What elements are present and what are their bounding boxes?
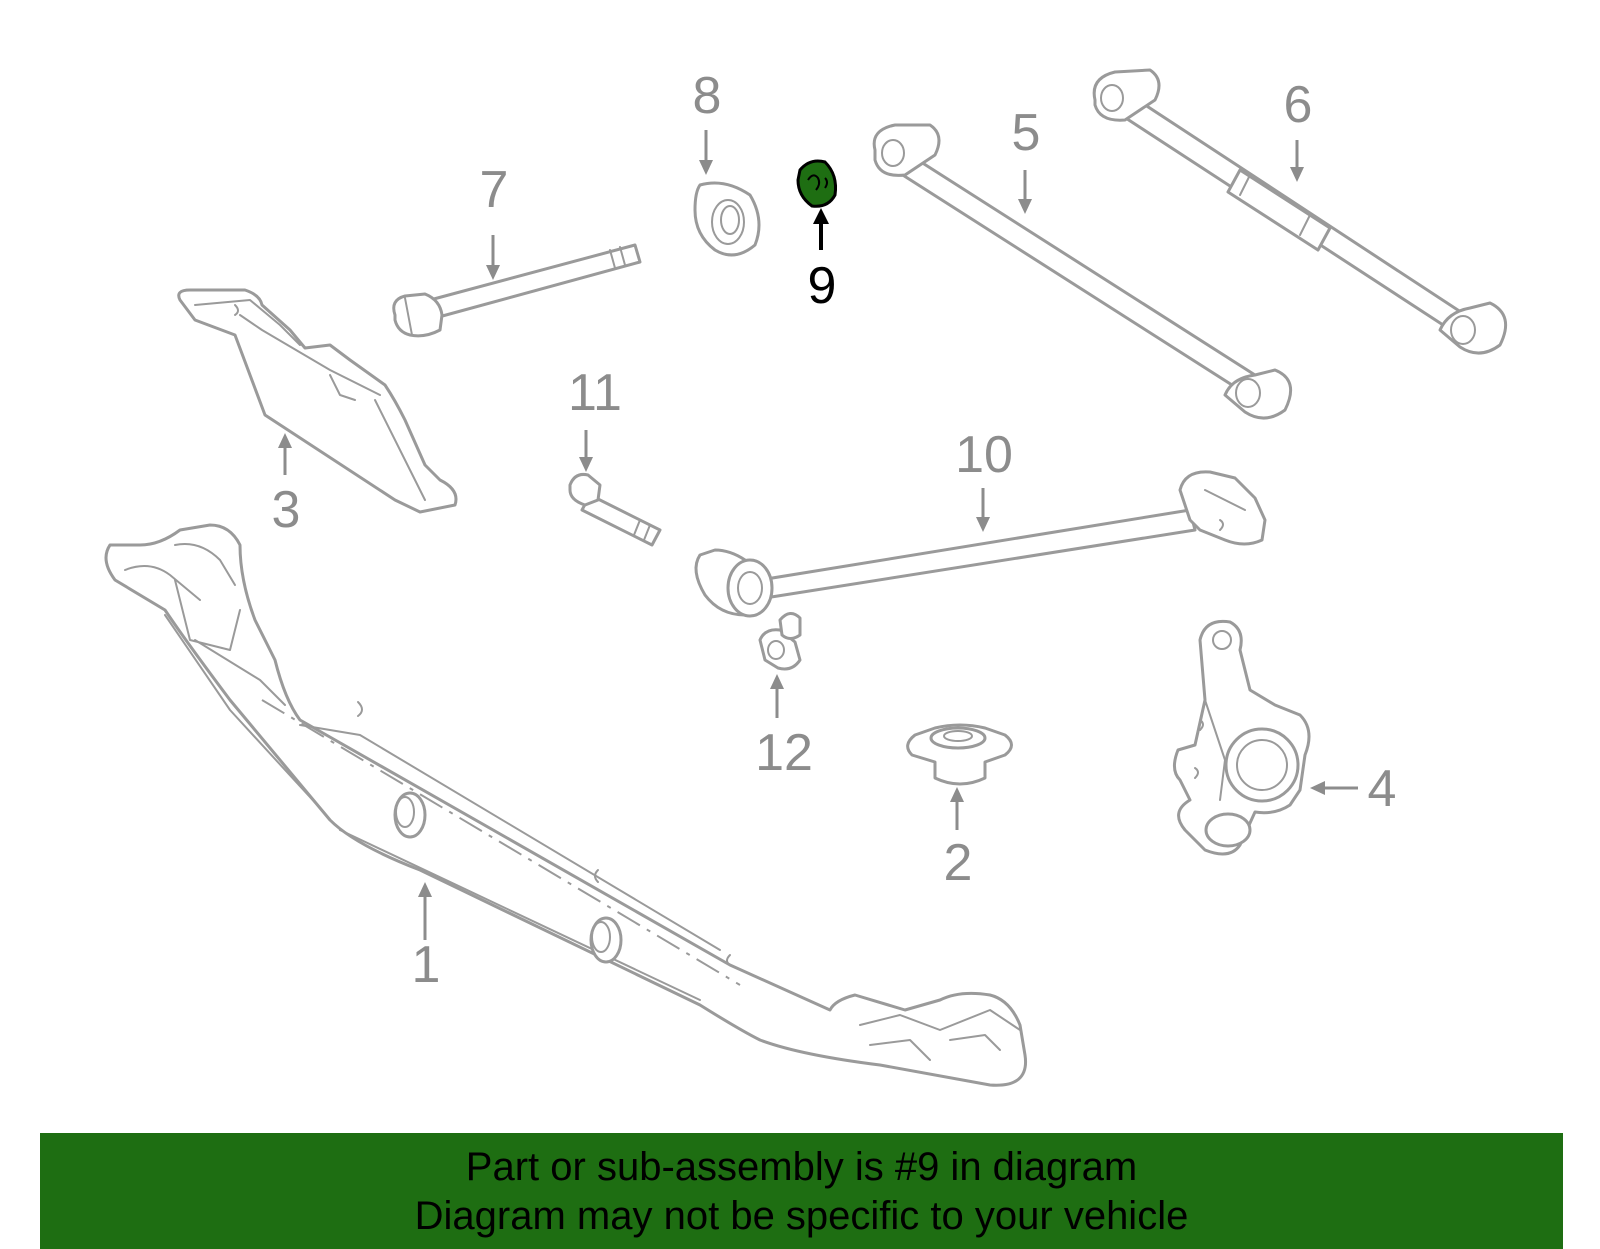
callout-7: 7 [480, 161, 509, 280]
callout-1: 1 [412, 882, 441, 994]
svg-text:1: 1 [412, 936, 441, 994]
callout-11: 11 [568, 364, 622, 472]
svg-text:9: 9 [808, 257, 837, 315]
svg-text:5: 5 [1012, 104, 1041, 162]
info-banner [40, 1133, 1563, 1249]
part-2-mount[interactable] [906, 723, 1013, 786]
banner-line-part-number: Part or sub-assembly is #9 in diagram [465, 1145, 1138, 1189]
callout-12: 12 [755, 674, 813, 782]
svg-text:12: 12 [755, 724, 813, 782]
part-7-bolt[interactable] [392, 243, 642, 338]
part-9-bushing-highlighted[interactable] [796, 159, 837, 208]
banner-line-disclaimer: Diagram may not be specific to your vehi… [414, 1194, 1189, 1238]
part-3-bracket[interactable] [177, 288, 458, 514]
callout-8: 8 [693, 67, 722, 175]
callout-3: 3 [272, 433, 301, 539]
part-1-crossmember[interactable] [104, 523, 1028, 1087]
svg-text:7: 7 [480, 161, 509, 219]
part-8-bushing[interactable] [693, 181, 761, 257]
callout-6: 6 [1284, 76, 1313, 182]
callout-4: 4 [1310, 760, 1396, 818]
callout-2: 2 [944, 787, 973, 892]
svg-text:2: 2 [944, 834, 973, 892]
info-banner-text: Part or sub-assembly is #9 in diagram Di… [40, 1133, 1563, 1249]
part-4-knuckle[interactable] [1173, 619, 1311, 856]
callout-5: 5 [1012, 104, 1041, 214]
part-6-adjustable-link[interactable] [1092, 68, 1508, 355]
svg-text:6: 6 [1284, 76, 1313, 134]
part-11-bolt[interactable] [568, 473, 662, 547]
callout-10: 10 [955, 426, 1013, 532]
svg-text:8: 8 [693, 67, 722, 125]
svg-text:4: 4 [1368, 760, 1397, 818]
svg-text:3: 3 [272, 481, 301, 539]
part-12-nut[interactable] [758, 612, 802, 671]
part-5-lateral-link[interactable] [872, 123, 1293, 420]
part-10-trailing-arm[interactable] [694, 470, 1267, 618]
svg-text:11: 11 [568, 364, 622, 422]
svg-text:10: 10 [955, 426, 1013, 484]
callout-9: 9 [808, 208, 837, 315]
